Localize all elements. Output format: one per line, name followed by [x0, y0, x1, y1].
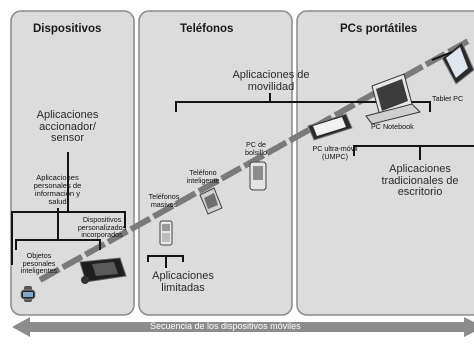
bracket-movilidad — [175, 93, 431, 112]
label-objetos-line2: pesonales — [22, 258, 56, 268]
label-objetos-line3: inteligentes — [20, 266, 58, 276]
bracket-personales — [15, 208, 101, 250]
label-aplicaciones-movilidad: Aplicaciones de movilidad — [221, 69, 321, 93]
sequence-banner-label: Secuencia de los dispositivos móviles — [150, 321, 301, 331]
label-umpc: PC ultra-móvil (UMPC) — [300, 145, 370, 160]
label-umpc-line1: PC ultra-móvil — [312, 144, 358, 153]
label-objetos-line1: Objetos — [26, 251, 52, 260]
tablet-pc-icon — [431, 41, 474, 85]
label-aplicaciones-personales: Aplicaciones personales de información y… — [20, 174, 95, 206]
label-inteligente-line1: Teléfono — [189, 168, 217, 177]
bracket-limitadas — [147, 255, 184, 268]
label-pc-notebook: PC Notebook — [371, 122, 414, 131]
label-bolsillo-line1: PC de — [246, 140, 266, 149]
label-personales-line4: salud — [48, 196, 67, 206]
label-objetos-personales: Objetos pesonales inteligentes — [14, 252, 64, 275]
watch-icon — [20, 286, 36, 302]
column-title-telefonos: Teléfonos — [180, 23, 234, 35]
panel-telefonos — [138, 10, 293, 316]
pocket-pc-icon — [249, 161, 267, 191]
column-title-dispositivos: Dispositivos — [33, 23, 102, 35]
label-pc-bolsillo: PC de bolsillo — [236, 141, 276, 156]
label-incorporados-line2: personalizados — [77, 222, 127, 232]
label-movilidad-line2: movilidad — [247, 80, 295, 93]
label-personales-line1: Aplicaciones — [36, 173, 79, 182]
sequence-banner-arrow — [12, 317, 474, 337]
label-movilidad-line1: Aplicaciones de — [232, 69, 310, 81]
umpc-icon — [307, 113, 353, 141]
label-aplicaciones-tradicionales: Aplicaciones tradicionales de escritorio — [367, 163, 473, 199]
label-tradicionales-line2: tradicionales de — [381, 174, 459, 187]
label-telefonos-masivos: Teléfonos masivos — [139, 193, 189, 208]
label-masivos-line1: Teléfonos — [148, 192, 180, 201]
bracket-tradicionales — [353, 145, 474, 160]
label-incorporados-line3: incorporados — [81, 230, 123, 240]
embedded-device-icon — [79, 257, 127, 284]
label-accionador-line1: Aplicaciones — [36, 109, 99, 121]
label-umpc-line2: (UMPC) — [322, 151, 348, 161]
basic-phone-icon — [159, 220, 173, 246]
label-tablet-pc: Tablet PC — [432, 94, 464, 103]
label-tradicionales-line1: Aplicaciones — [389, 163, 451, 175]
label-aplicaciones-accionador: Aplicaciones accionador/ sensor — [25, 109, 110, 145]
label-dispositivos-incorporados: Dispositivos personalizados incorporados — [67, 216, 137, 239]
label-accionador-line2: accionador/ — [39, 120, 96, 133]
label-masivos-line2: masivos — [150, 199, 178, 209]
column-title-pcs-portatiles: PCs portátiles — [340, 23, 418, 35]
label-accionador-line3: sensor — [50, 132, 85, 145]
label-aplicaciones-limitadas: Aplicaciones limitadas — [139, 270, 227, 294]
smartphone-icon — [199, 187, 223, 215]
label-limitadas-line1: Aplicaciones — [152, 270, 214, 282]
label-personales-line2: personales de — [33, 180, 82, 190]
label-limitadas-line2: limitadas — [161, 281, 205, 294]
bracket-accionador — [11, 152, 126, 265]
label-tradicionales-line3: escritorio — [397, 186, 443, 199]
label-personales-line3: información y — [34, 188, 81, 198]
notebook-icon — [365, 73, 421, 125]
panel-pcs-portatiles — [296, 10, 474, 316]
label-inteligente-line2: inteligente — [186, 175, 220, 185]
label-bolsillo-line2: bolsillo — [245, 147, 267, 157]
label-telefono-inteligente: Teléfono inteligente — [178, 169, 228, 184]
label-incorporados-line1: Dispositivos — [82, 215, 122, 224]
